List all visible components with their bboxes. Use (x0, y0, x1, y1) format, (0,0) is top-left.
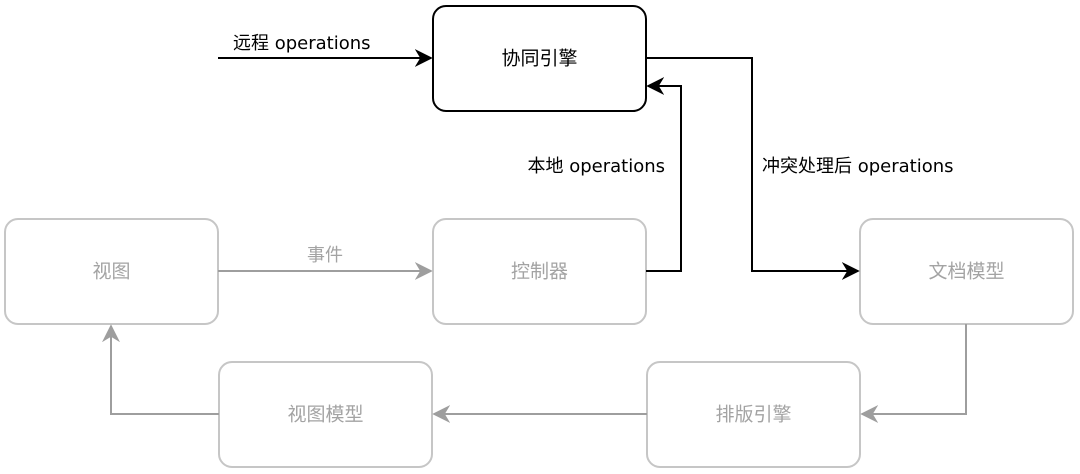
layout-engine-label: 排版引擎 (715, 404, 791, 426)
edge-view-model-to-view (102, 324, 219, 415)
view-label: 视图 (92, 261, 130, 283)
controller-label: 控制器 (511, 261, 568, 283)
edge-document-to-layout (860, 324, 967, 423)
view-model-label: 视图模型 (287, 404, 363, 426)
edge-local-operations: 本地 operations (527, 77, 682, 272)
node-view-model: 视图模型 (218, 361, 433, 468)
node-controller: 控制器 (432, 218, 647, 325)
document-model-label: 文档模型 (928, 261, 1004, 283)
collab-engine-label: 协同引擎 (501, 48, 577, 70)
node-collab-engine: 协同引擎 (432, 5, 647, 112)
remote-operations-label: 远程 operations (233, 33, 371, 54)
edge-event: 事件 (218, 245, 433, 280)
local-operations-label: 本地 operations (527, 156, 665, 177)
resolved-operations-label: 冲突处理后 operations (762, 156, 954, 177)
edge-resolved-operations: 冲突处理后 operations (646, 57, 954, 280)
node-layout-engine: 排版引擎 (646, 361, 861, 468)
event-label: 事件 (307, 245, 343, 266)
node-view: 视图 (4, 218, 219, 325)
edge-remote-operations: 远程 operations (218, 33, 433, 67)
node-document-model: 文档模型 (859, 218, 1074, 325)
